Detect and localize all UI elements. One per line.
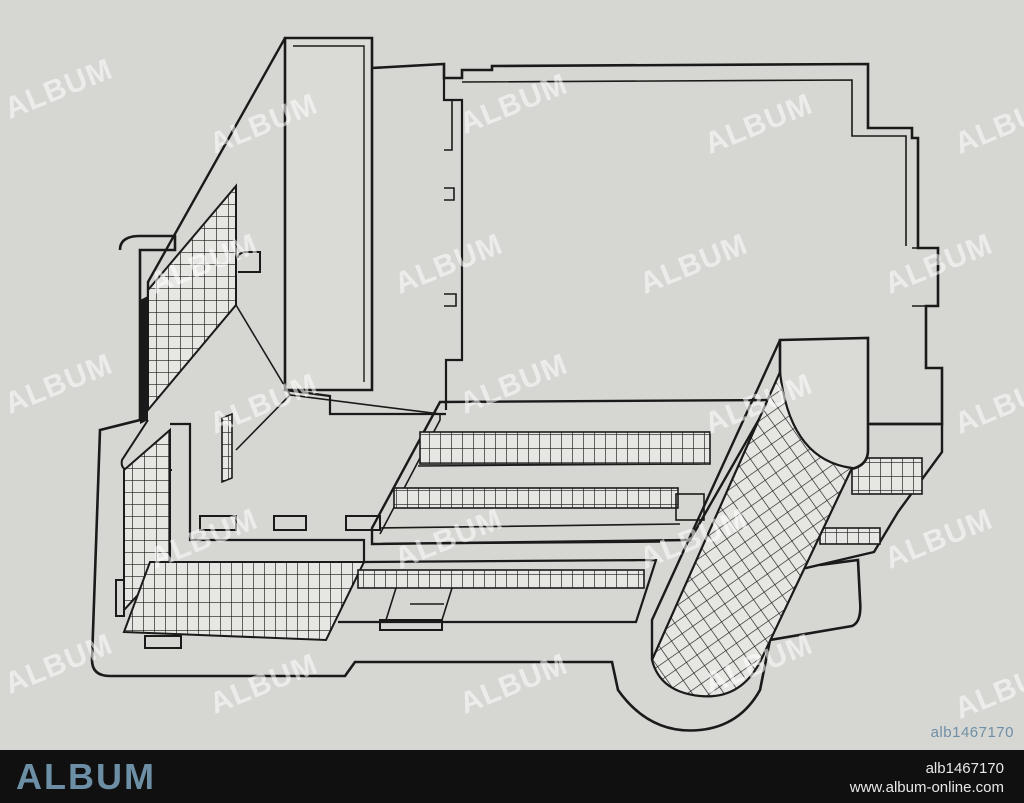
footer-url[interactable]: www.album-online.com <box>849 779 1004 796</box>
right-block <box>779 422 944 570</box>
architectural-drawing <box>90 36 944 732</box>
left-wing-grid <box>147 183 237 413</box>
central-wing <box>370 398 773 546</box>
rear-hall <box>371 62 944 426</box>
window-band-upper <box>419 431 711 465</box>
window-band-middle <box>393 487 679 509</box>
front-left-grid <box>122 561 366 642</box>
image-id-label: alb1467170 <box>930 724 1014 741</box>
footer-image-id: alb1467170 <box>925 760 1004 777</box>
album-logo[interactable]: ALBUM <box>16 756 156 797</box>
site-outline <box>90 234 862 732</box>
window-band-lower <box>357 569 645 589</box>
drawing-area: ALBUM ALBUM ALBUM ALBUM ALBUM ALBUM ALBU… <box>0 0 1024 750</box>
footer-bar: ALBUM alb1467170 www.album-online.com <box>0 750 1024 803</box>
tall-slab <box>283 36 374 392</box>
stair-tower-grid <box>650 367 854 698</box>
